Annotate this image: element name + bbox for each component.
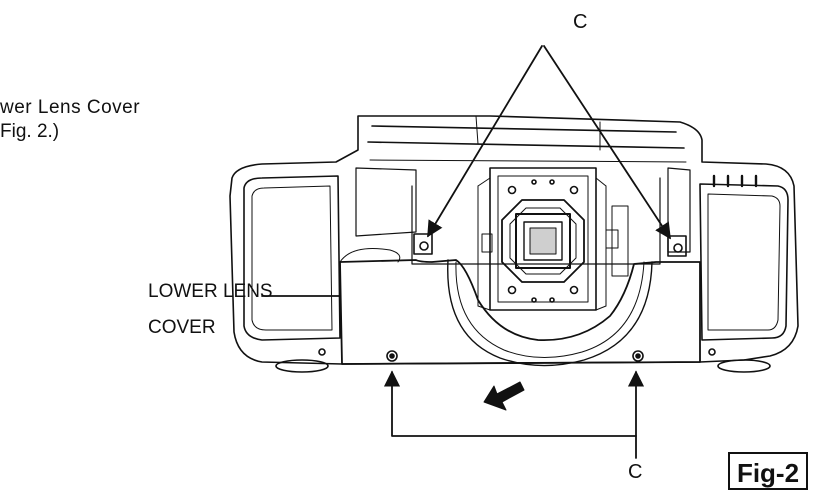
callout-lines-top — [427, 45, 671, 240]
callout-label-bottom: C — [628, 461, 643, 483]
projector-body — [229, 115, 799, 373]
part-label-line-1: LOWER LENS — [148, 281, 273, 302]
instruction-text-line-1: wer Lens Cover — [0, 97, 141, 118]
figure-badge: Fig-2 — [728, 452, 808, 490]
callout-lines-bottom — [383, 370, 645, 459]
lens-compartment — [355, 167, 691, 311]
instruction-text-line-2: Fig. 2.) — [0, 121, 60, 142]
lower-lens-cover — [339, 248, 701, 367]
removal-direction-arrow — [483, 381, 525, 411]
callout-label-top: C — [573, 11, 588, 33]
part-label-line-2: COVER — [148, 317, 216, 338]
